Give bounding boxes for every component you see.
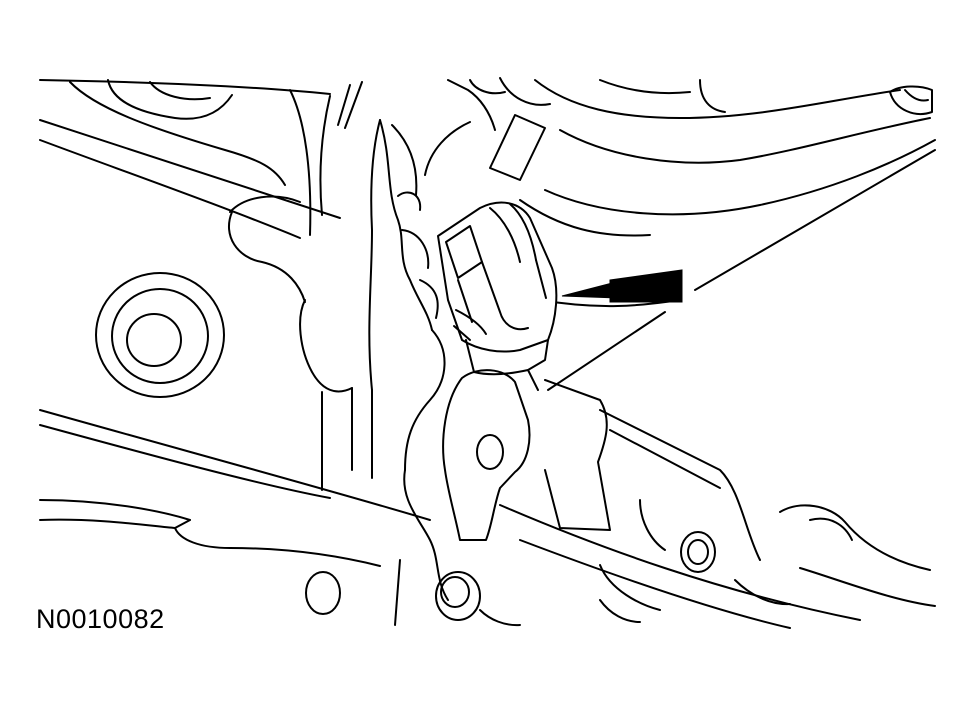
figure-code: N0010082 (36, 604, 165, 634)
central-bracket (299, 119, 449, 601)
sensor-connector (437, 201, 558, 391)
upper-right-structure (424, 77, 936, 391)
lower-plate (39, 409, 936, 629)
upper-casting (39, 79, 363, 239)
sensor-bracket (305, 369, 761, 627)
left-boss (95, 211, 306, 398)
arrow-icon (561, 269, 683, 303)
